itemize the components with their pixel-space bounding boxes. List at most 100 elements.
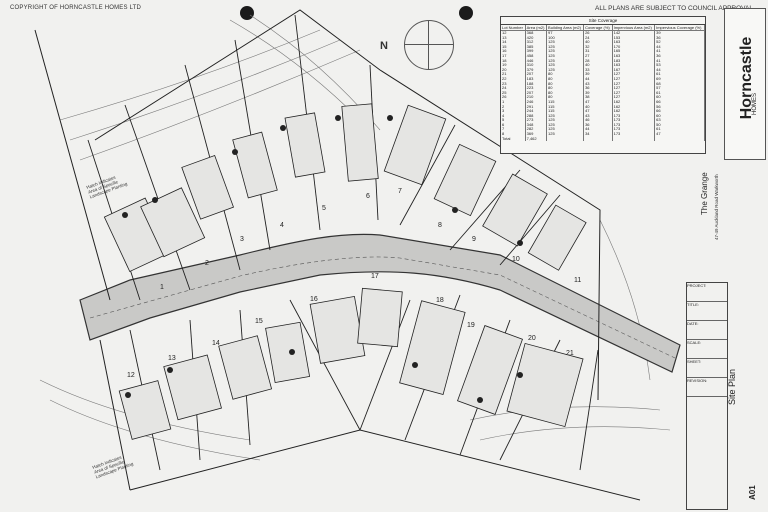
coverage-cell: 36	[583, 122, 613, 128]
road	[79, 233, 681, 373]
coverage-cell: 368	[525, 30, 548, 36]
lot-number: 14	[212, 340, 220, 347]
coverage-cell: 80	[546, 72, 585, 77]
coverage-cell: 183	[525, 76, 548, 82]
title-block-row: TITLE:	[687, 302, 727, 321]
coverage-cell: 4	[501, 113, 526, 119]
coverage-cell: 38	[583, 95, 613, 100]
coverage-cell: 31	[583, 49, 613, 54]
coverage-cell: 125	[546, 40, 585, 45]
coverage-cell: 6	[501, 122, 526, 128]
coverage-cell	[546, 136, 585, 142]
coverage-cell: 288	[525, 113, 548, 119]
coverage-cell: 22	[501, 76, 526, 82]
coverage-cell: 24	[583, 35, 613, 41]
approval-note: ALL PLANS ARE SUBJECT TO COUNCIL APPROVA…	[595, 5, 753, 12]
coverage-cell	[583, 136, 613, 142]
coverage-cell: 163	[612, 53, 656, 59]
title-block-row: DATE:	[687, 321, 727, 340]
coverage-cell: 399	[525, 49, 548, 54]
coverage-cell: 5	[501, 118, 526, 123]
field-label: SCALE:	[687, 340, 702, 345]
coverage-cell: 8	[501, 131, 526, 137]
coverage-cell: 57	[654, 86, 705, 91]
coverage-cell: 173	[612, 127, 656, 133]
lot-number: 3	[240, 236, 244, 243]
coverage-cell: 33	[583, 67, 613, 73]
coverage-cell: 68	[654, 81, 705, 87]
coverage-cell: 183	[612, 58, 656, 64]
coverage-column-header: Coverage (%)	[583, 25, 613, 31]
coverage-cell: 125	[546, 122, 585, 128]
coverage-cell: 47	[583, 99, 613, 105]
coverage-cell: 125	[546, 44, 585, 50]
coverage-cell: 21	[501, 72, 526, 77]
coverage-cell: 61	[654, 90, 705, 96]
coverage-cell: 60	[654, 113, 705, 119]
lot-number: 5	[322, 205, 326, 212]
lot-number: 21	[566, 350, 574, 357]
coverage-cell	[612, 136, 656, 142]
brand-sub: HOMES	[752, 93, 758, 116]
lot-number: 2	[205, 260, 209, 267]
coverage-cell: 210	[525, 95, 548, 100]
coverage-cell: 115	[546, 108, 585, 114]
lot-number: 13	[168, 355, 176, 362]
north-arrow-icon	[404, 20, 454, 70]
coverage-cell: 14	[501, 40, 526, 45]
title-block-row: REVISION:	[687, 378, 727, 397]
coverage-cell: 66	[654, 108, 705, 114]
coverage-cell: 127	[612, 90, 656, 96]
coverage-cell: 207	[525, 72, 548, 77]
coverage-cell: 127	[612, 95, 656, 100]
project-address: 47-49 Auckland Road Warkworth	[714, 174, 719, 240]
coverage-cell: 36	[583, 86, 613, 91]
lot-number: 17	[371, 273, 379, 280]
tree-symbols	[122, 115, 523, 403]
coverage-cell: 25	[501, 90, 526, 96]
coverage-cell: 223	[525, 86, 548, 91]
field-label: SHEET:	[687, 359, 702, 364]
coverage-cell: 61	[654, 72, 705, 77]
field-label: PROJECT:	[687, 283, 707, 288]
coverage-cell: 125	[546, 131, 585, 137]
coverage-cell: 20	[501, 67, 526, 73]
coverage-cell: 80	[546, 95, 585, 100]
lot-number: 6	[366, 193, 370, 200]
coverage-cell: 7	[501, 127, 526, 133]
coverage-cell: 153	[612, 35, 656, 41]
coverage-cell: 420	[525, 35, 548, 41]
coverage-cell: 127	[612, 76, 656, 82]
coverage-cell: 80	[546, 76, 585, 82]
field-label: DATE:	[687, 321, 699, 326]
punch-hole-right	[459, 6, 473, 20]
coverage-column-header: Lot Number	[501, 25, 526, 31]
coverage-cell: 162	[612, 108, 656, 114]
lot-number: 8	[438, 222, 442, 229]
coverage-cell: 348	[525, 122, 548, 128]
title-block: PROJECT: TITLE: DATE: SCALE: SHEET: REVI…	[686, 282, 728, 510]
houses	[103, 103, 587, 440]
coverage-cell: 44	[583, 127, 613, 133]
coverage-cell: 32	[583, 44, 613, 50]
coverage-column-header: Area (m2)	[525, 25, 548, 31]
coverage-cell: 50	[654, 122, 705, 128]
coverage-cell: 41	[654, 49, 705, 54]
coverage-cell: 53	[654, 63, 705, 68]
coverage-cell: 47	[583, 108, 613, 114]
lot-number: 10	[512, 256, 520, 263]
coverage-cell: 17	[501, 53, 526, 59]
coverage-cell: 26	[583, 30, 613, 36]
